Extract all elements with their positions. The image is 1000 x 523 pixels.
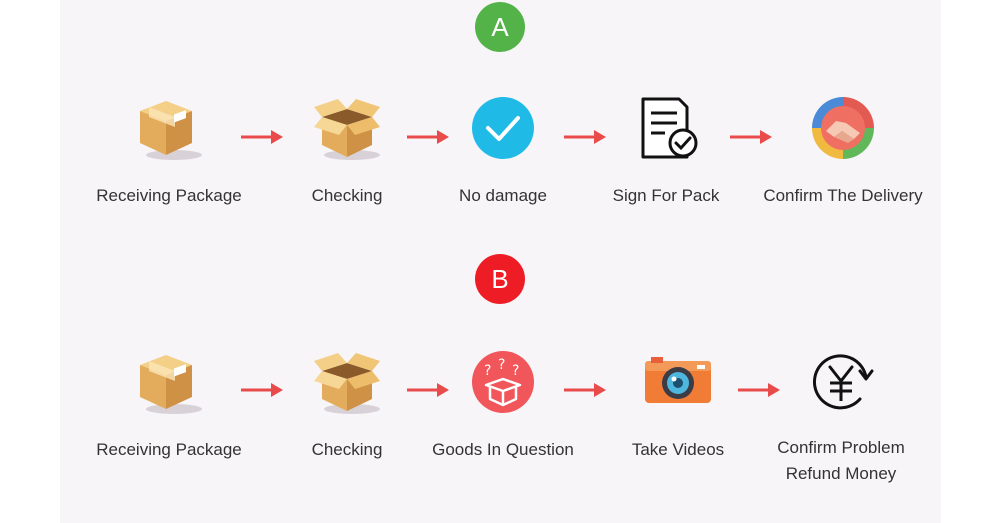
flow-b-step-checking: Checking xyxy=(257,347,437,463)
svg-text:?: ? xyxy=(498,357,505,373)
handshake-icon xyxy=(812,97,874,159)
closed-box-icon xyxy=(140,101,202,160)
step-label-line: Refund Money xyxy=(785,464,897,483)
step-label: No damage xyxy=(459,186,547,205)
flow-a-badge: A xyxy=(475,2,525,52)
flow-b-step-video: Take Videos xyxy=(588,347,768,463)
step-label: Confirm The Delivery xyxy=(763,186,923,205)
checkmark-circle-icon xyxy=(472,97,534,159)
camera-icon xyxy=(645,357,711,403)
flow-b-step-question: ? ? ? Goods In Question xyxy=(413,347,593,463)
step-label: Sign For Pack xyxy=(612,186,720,205)
step-label: Checking xyxy=(311,186,383,205)
step-label: Checking xyxy=(311,440,383,459)
arrow-right-icon xyxy=(407,383,449,397)
arrow-right-icon xyxy=(564,383,606,397)
arrow-right-icon xyxy=(407,130,449,144)
closed-box-icon xyxy=(140,355,202,414)
flow-a-step-checking: Checking xyxy=(257,93,437,209)
step-label: Take Videos xyxy=(631,440,725,459)
step-label-line: Confirm Problem xyxy=(777,438,905,457)
flow-a-step-receiving: Receiving Package xyxy=(79,93,259,209)
step-label: Receiving Package xyxy=(96,186,242,205)
flow-a-step-no-damage: No damage xyxy=(413,93,593,209)
step-label: Confirm Problem Refund Money xyxy=(751,435,931,487)
flow-b-badge: B xyxy=(475,254,525,304)
flow-a-step-confirm: Confirm The Delivery xyxy=(753,93,933,209)
svg-text:?: ? xyxy=(484,363,491,379)
open-box-icon xyxy=(314,353,380,414)
arrow-right-icon xyxy=(241,130,283,144)
arrow-right-icon xyxy=(738,383,780,397)
signed-document-icon xyxy=(641,97,698,159)
arrow-right-icon xyxy=(564,130,606,144)
step-label: Receiving Package xyxy=(96,440,242,459)
step-label: Goods In Question xyxy=(432,440,574,459)
flow-a-step-sign: Sign For Pack xyxy=(576,93,756,209)
arrow-right-icon xyxy=(241,383,283,397)
open-box-icon xyxy=(314,99,380,160)
arrow-right-icon xyxy=(730,130,772,144)
flow-b-step-receiving: Receiving Package xyxy=(79,347,259,463)
question-box-icon: ? ? ? xyxy=(472,351,534,413)
svg-text:?: ? xyxy=(512,363,519,379)
yuan-refund-icon xyxy=(812,354,874,410)
flow-b-step-refund: Confirm Problem Refund Money xyxy=(751,347,931,487)
